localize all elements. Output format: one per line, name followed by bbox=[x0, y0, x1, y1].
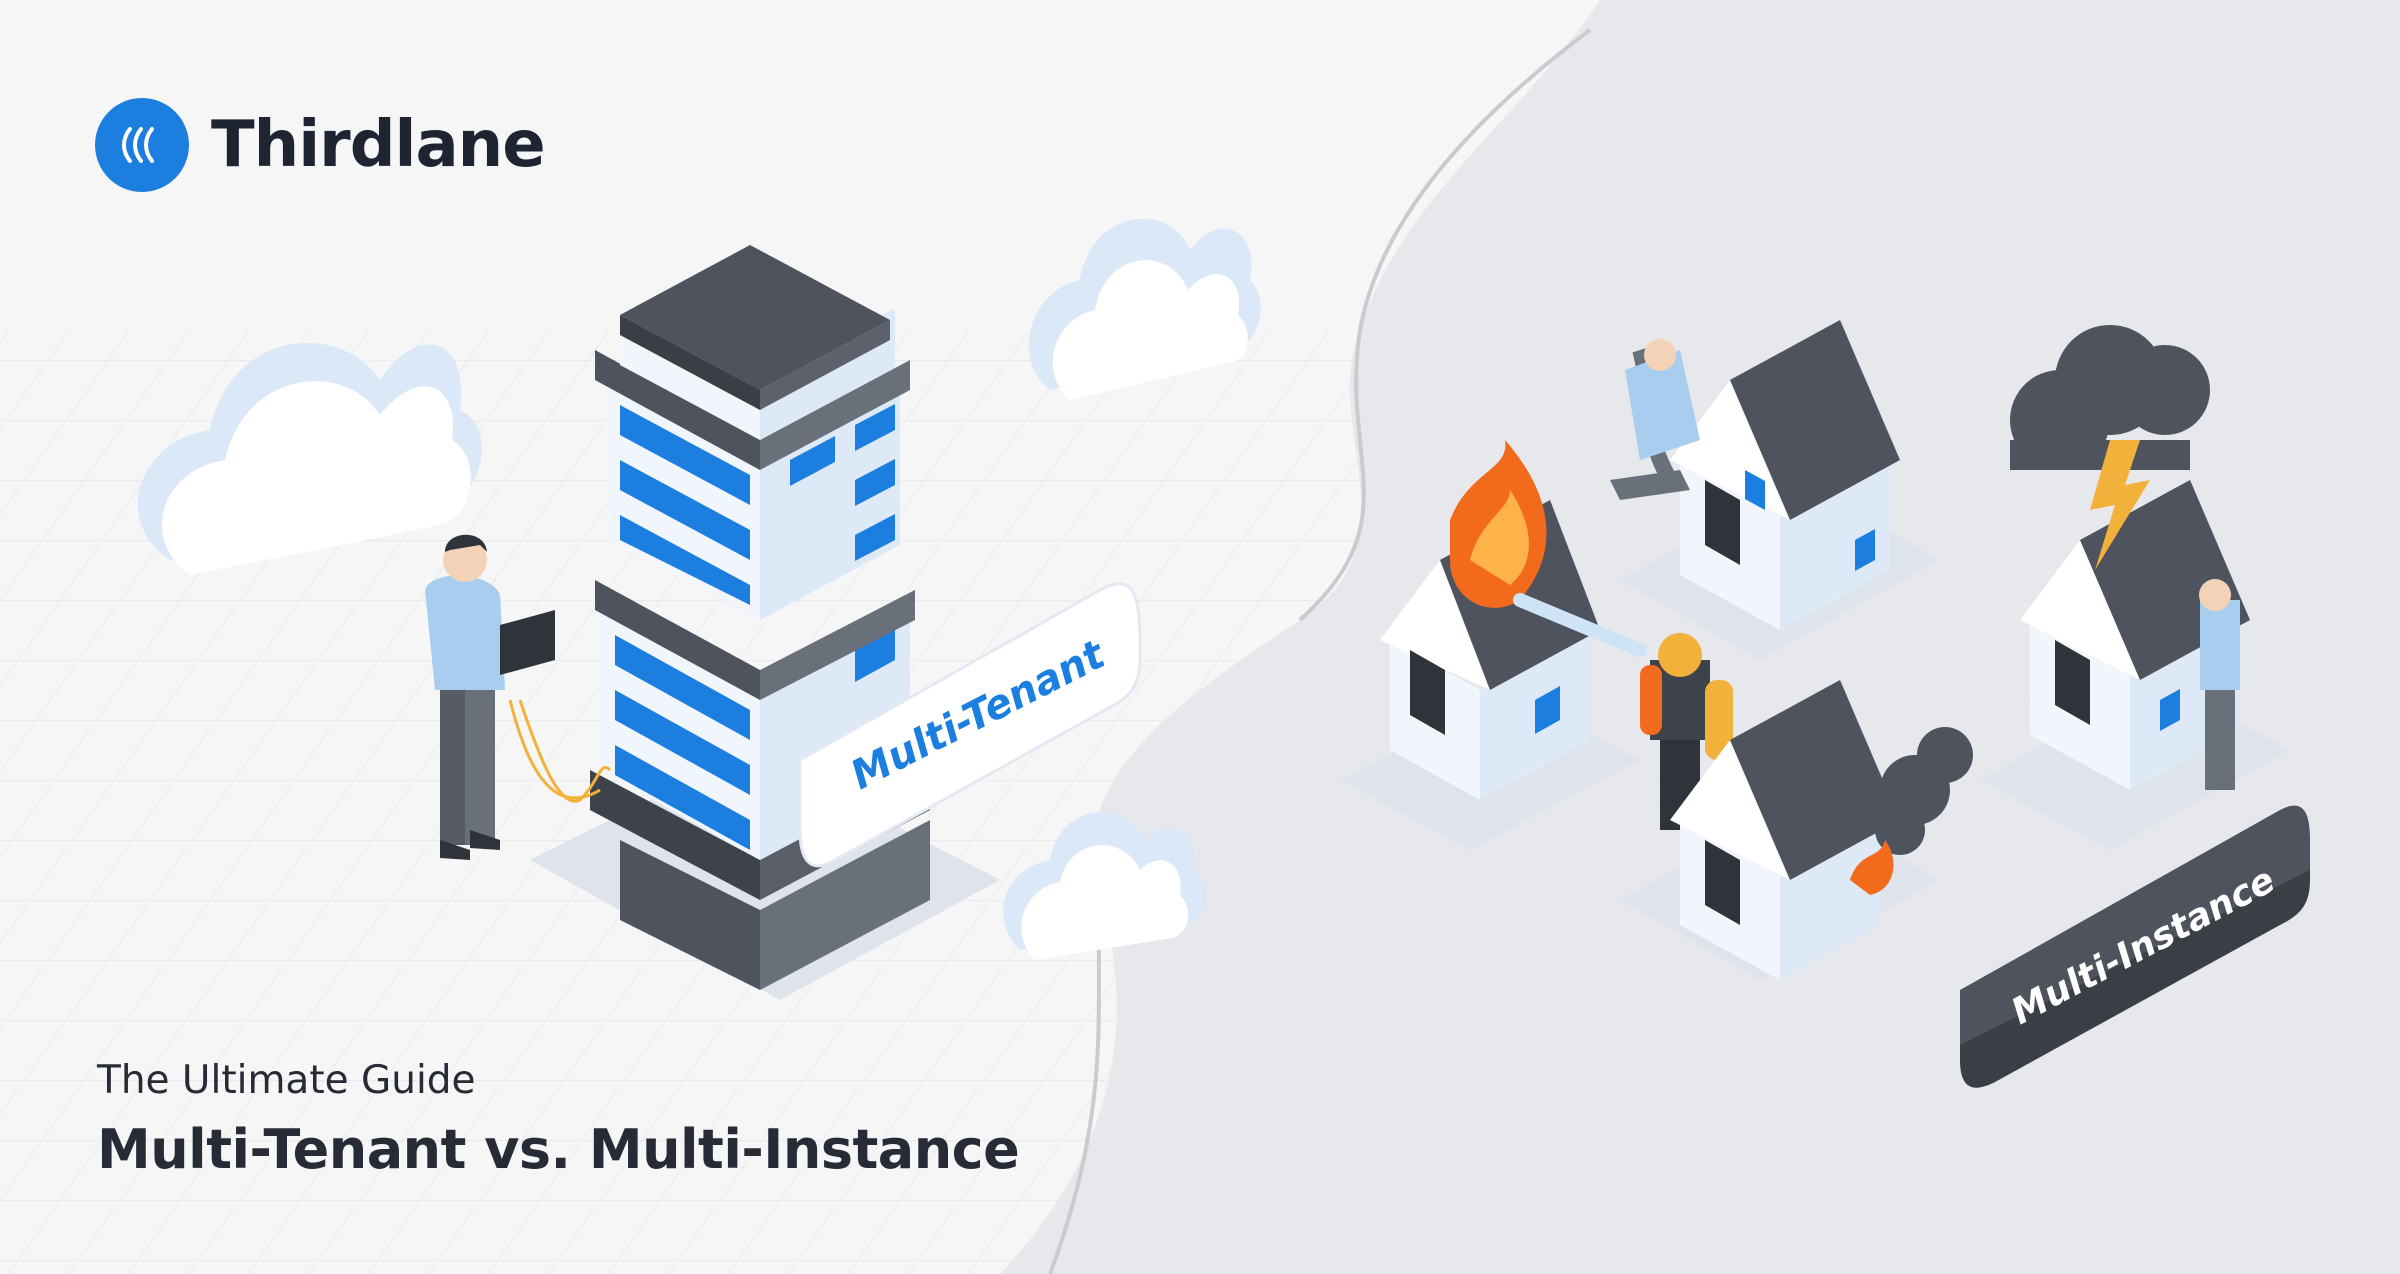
divider-curve bbox=[1298, 28, 1592, 622]
cloud-icon bbox=[1028, 218, 1261, 400]
house-smoking bbox=[1620, 680, 1973, 980]
cloud-icon bbox=[1003, 812, 1206, 960]
multi-tenant-building bbox=[530, 245, 1000, 1000]
signal-waves-icon bbox=[95, 98, 189, 192]
brand-name: Thirdlane bbox=[211, 108, 546, 182]
brand-logo[interactable]: Thirdlane bbox=[95, 98, 546, 192]
person-with-laptop bbox=[425, 534, 612, 860]
page-title: Multi-Tenant vs. Multi-Instance bbox=[97, 1118, 1020, 1181]
house-storm bbox=[1980, 325, 2290, 850]
house-repaired bbox=[1610, 320, 1940, 660]
cloud-icon bbox=[137, 342, 482, 575]
page-subtitle: The Ultimate Guide bbox=[97, 1058, 476, 1103]
